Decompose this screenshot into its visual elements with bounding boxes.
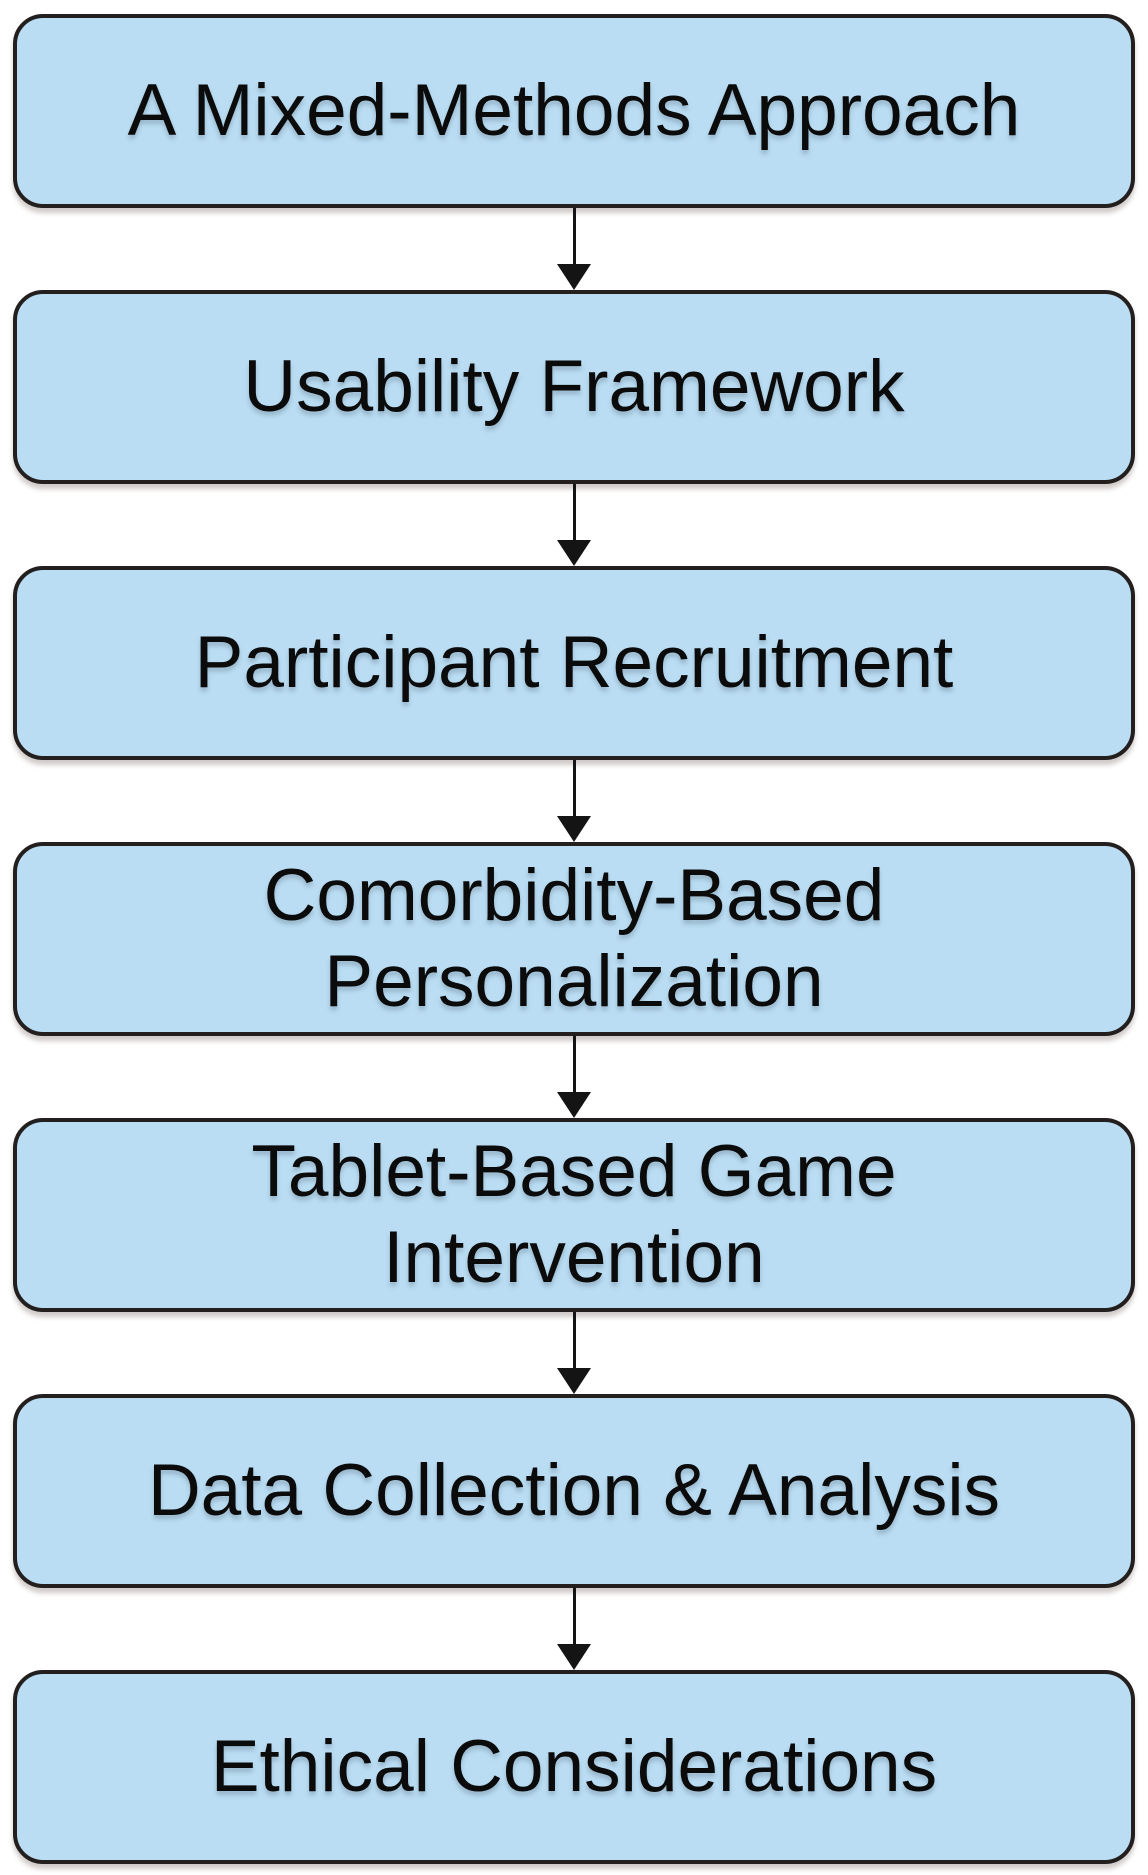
down-arrow: [557, 1588, 591, 1670]
down-arrow: [557, 484, 591, 566]
arrow-line: [572, 760, 576, 816]
arrow-head-icon: [557, 816, 591, 842]
arrow-line: [572, 1036, 576, 1092]
down-arrow: [557, 1036, 591, 1118]
arrow-head-icon: [557, 1644, 591, 1670]
arrow-line: [572, 1588, 576, 1644]
down-arrow: [557, 1312, 591, 1394]
flow-step-comorbidity-based-personalization: Comorbidity-Based Personalization: [13, 842, 1135, 1036]
flow-step-label: Comorbidity-Based Personalization: [263, 854, 885, 1022]
flow-step-label: Tablet-Based Game Intervention: [251, 1130, 897, 1298]
arrow-head-icon: [557, 264, 591, 290]
flow-step-ethical-considerations: Ethical Considerations: [13, 1670, 1135, 1864]
flow-step-label: Usability Framework: [243, 345, 905, 427]
flow-step-mixed-methods-approach: A Mixed-Methods Approach: [13, 14, 1135, 208]
arrow-head-icon: [557, 1092, 591, 1118]
arrow-head-icon: [557, 1368, 591, 1394]
down-arrow: [557, 760, 591, 842]
arrow-line: [572, 484, 576, 540]
down-arrow: [557, 208, 591, 290]
flow-step-tablet-based-game-intervention: Tablet-Based Game Intervention: [13, 1118, 1135, 1312]
arrow-line: [572, 1312, 576, 1368]
flow-step-label: Data Collection & Analysis: [147, 1449, 1001, 1531]
arrow-head-icon: [557, 540, 591, 566]
flow-step-label: Participant Recruitment: [194, 621, 954, 703]
flow-step-data-collection-analysis: Data Collection & Analysis: [13, 1394, 1135, 1588]
flow-step-label: A Mixed-Methods Approach: [127, 69, 1021, 151]
flow-step-label: Ethical Considerations: [210, 1725, 938, 1807]
flow-step-participant-recruitment: Participant Recruitment: [13, 566, 1135, 760]
arrow-line: [572, 208, 576, 264]
flow-step-usability-framework: Usability Framework: [13, 290, 1135, 484]
